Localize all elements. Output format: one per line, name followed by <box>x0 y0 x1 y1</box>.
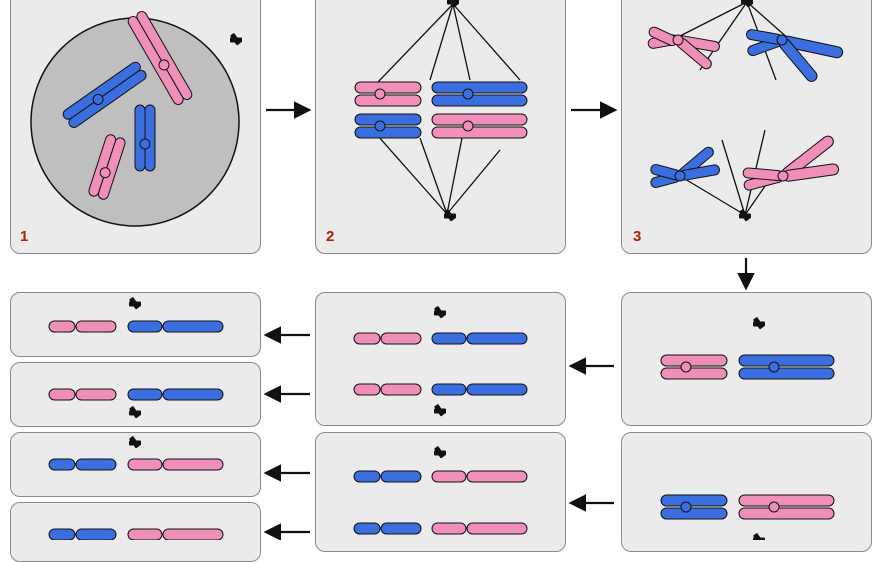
bivalent-pink-small <box>354 81 422 107</box>
centrosome-icon <box>433 403 446 417</box>
bivalent-pink-large <box>431 113 528 139</box>
bivalent-blue-small <box>354 113 422 139</box>
dyad-blue-large <box>738 354 835 380</box>
centrosome-icon <box>229 32 242 46</box>
spindle-fibers <box>377 3 521 215</box>
stage-label-2: 2 <box>326 228 335 245</box>
chromosome-blue-top <box>745 29 844 82</box>
gamete-4 <box>48 528 224 540</box>
stage-label-1: 1 <box>20 228 29 245</box>
homolog-pink-small <box>88 134 126 200</box>
centrosome-icon <box>128 405 141 419</box>
stage-3-panel <box>621 0 872 254</box>
chromatids-top-b <box>353 470 528 483</box>
centrosome-icon <box>738 208 751 222</box>
chromatids-top <box>353 332 528 345</box>
arrows <box>263 101 755 540</box>
homolog-blue-large <box>62 61 147 128</box>
gamete-1 <box>48 320 224 333</box>
gamete-2 <box>48 388 224 401</box>
centrosome-icon <box>433 305 446 319</box>
meiosis-diagram <box>30 0 844 540</box>
centrosome-icon <box>752 316 765 330</box>
centrosome-icon <box>752 532 765 540</box>
chromosome-pink-top <box>647 26 720 70</box>
dyad-pink-large <box>738 494 835 520</box>
homolog-pink-large <box>127 11 193 105</box>
gamete-3 <box>48 458 224 471</box>
chromosome-blue-bottom <box>650 146 720 188</box>
chromosome-pink-bottom <box>742 135 840 191</box>
homolog-blue-small <box>134 104 156 172</box>
centrosome-icon <box>128 435 141 449</box>
bivalent-blue-large <box>431 81 528 107</box>
chromatids-bottom-b <box>353 522 528 535</box>
centrosome-icon <box>433 445 446 459</box>
dyad-pink-small <box>660 354 728 380</box>
chromatids-bottom <box>353 383 528 396</box>
centrosome-icon <box>128 296 141 310</box>
dyad-blue-small <box>660 494 728 520</box>
stage-label-3: 3 <box>633 228 642 245</box>
